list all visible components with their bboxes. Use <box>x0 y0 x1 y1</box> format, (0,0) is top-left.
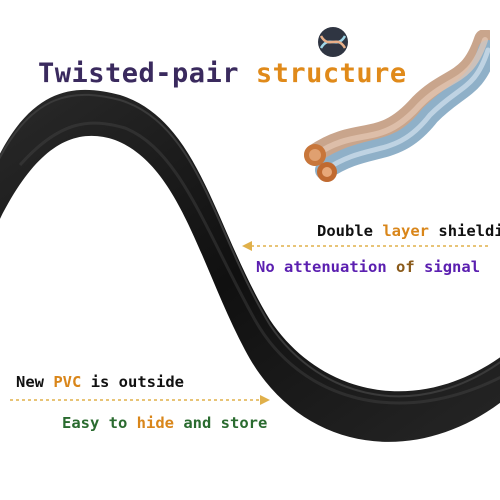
cable-edge <box>0 93 500 398</box>
title-part-2: structure <box>255 58 407 89</box>
page-title: Twisted-pair structure <box>38 58 407 89</box>
arrow-head-shield <box>242 241 252 251</box>
cable-body <box>0 89 500 442</box>
arrow-head-pvc <box>260 395 270 405</box>
twisted-copper-wire <box>304 30 490 182</box>
pvc-word-1: New <box>16 373 44 391</box>
storage-word-2: hide <box>136 414 174 432</box>
callout-shield: Double layer shielding <box>317 222 500 240</box>
callout-pvc: New PVC is outside <box>16 373 184 391</box>
callout-storage: Easy to hide and store <box>62 414 267 432</box>
attenuation-word-2: attenuation <box>284 258 387 276</box>
pvc-word-3: is outside <box>90 373 185 391</box>
storage-word-1: Easy to <box>62 414 128 432</box>
pvc-word-2: PVC <box>53 373 82 391</box>
attenuation-word-4: signal <box>424 258 481 276</box>
shield-word-1: Double <box>317 222 373 240</box>
title-part-1: Twisted-pair <box>38 58 240 89</box>
attenuation-word-3: of <box>396 258 415 276</box>
cable-highlight <box>18 121 500 405</box>
callout-attenuation: No attenuation of signal <box>256 258 480 276</box>
storage-word-3: and store <box>183 414 268 432</box>
attenuation-word-1: No <box>256 258 275 276</box>
shield-word-2: layer <box>382 222 430 240</box>
shield-word-3: shielding <box>438 222 500 240</box>
twisted-wire-icon <box>318 27 348 57</box>
